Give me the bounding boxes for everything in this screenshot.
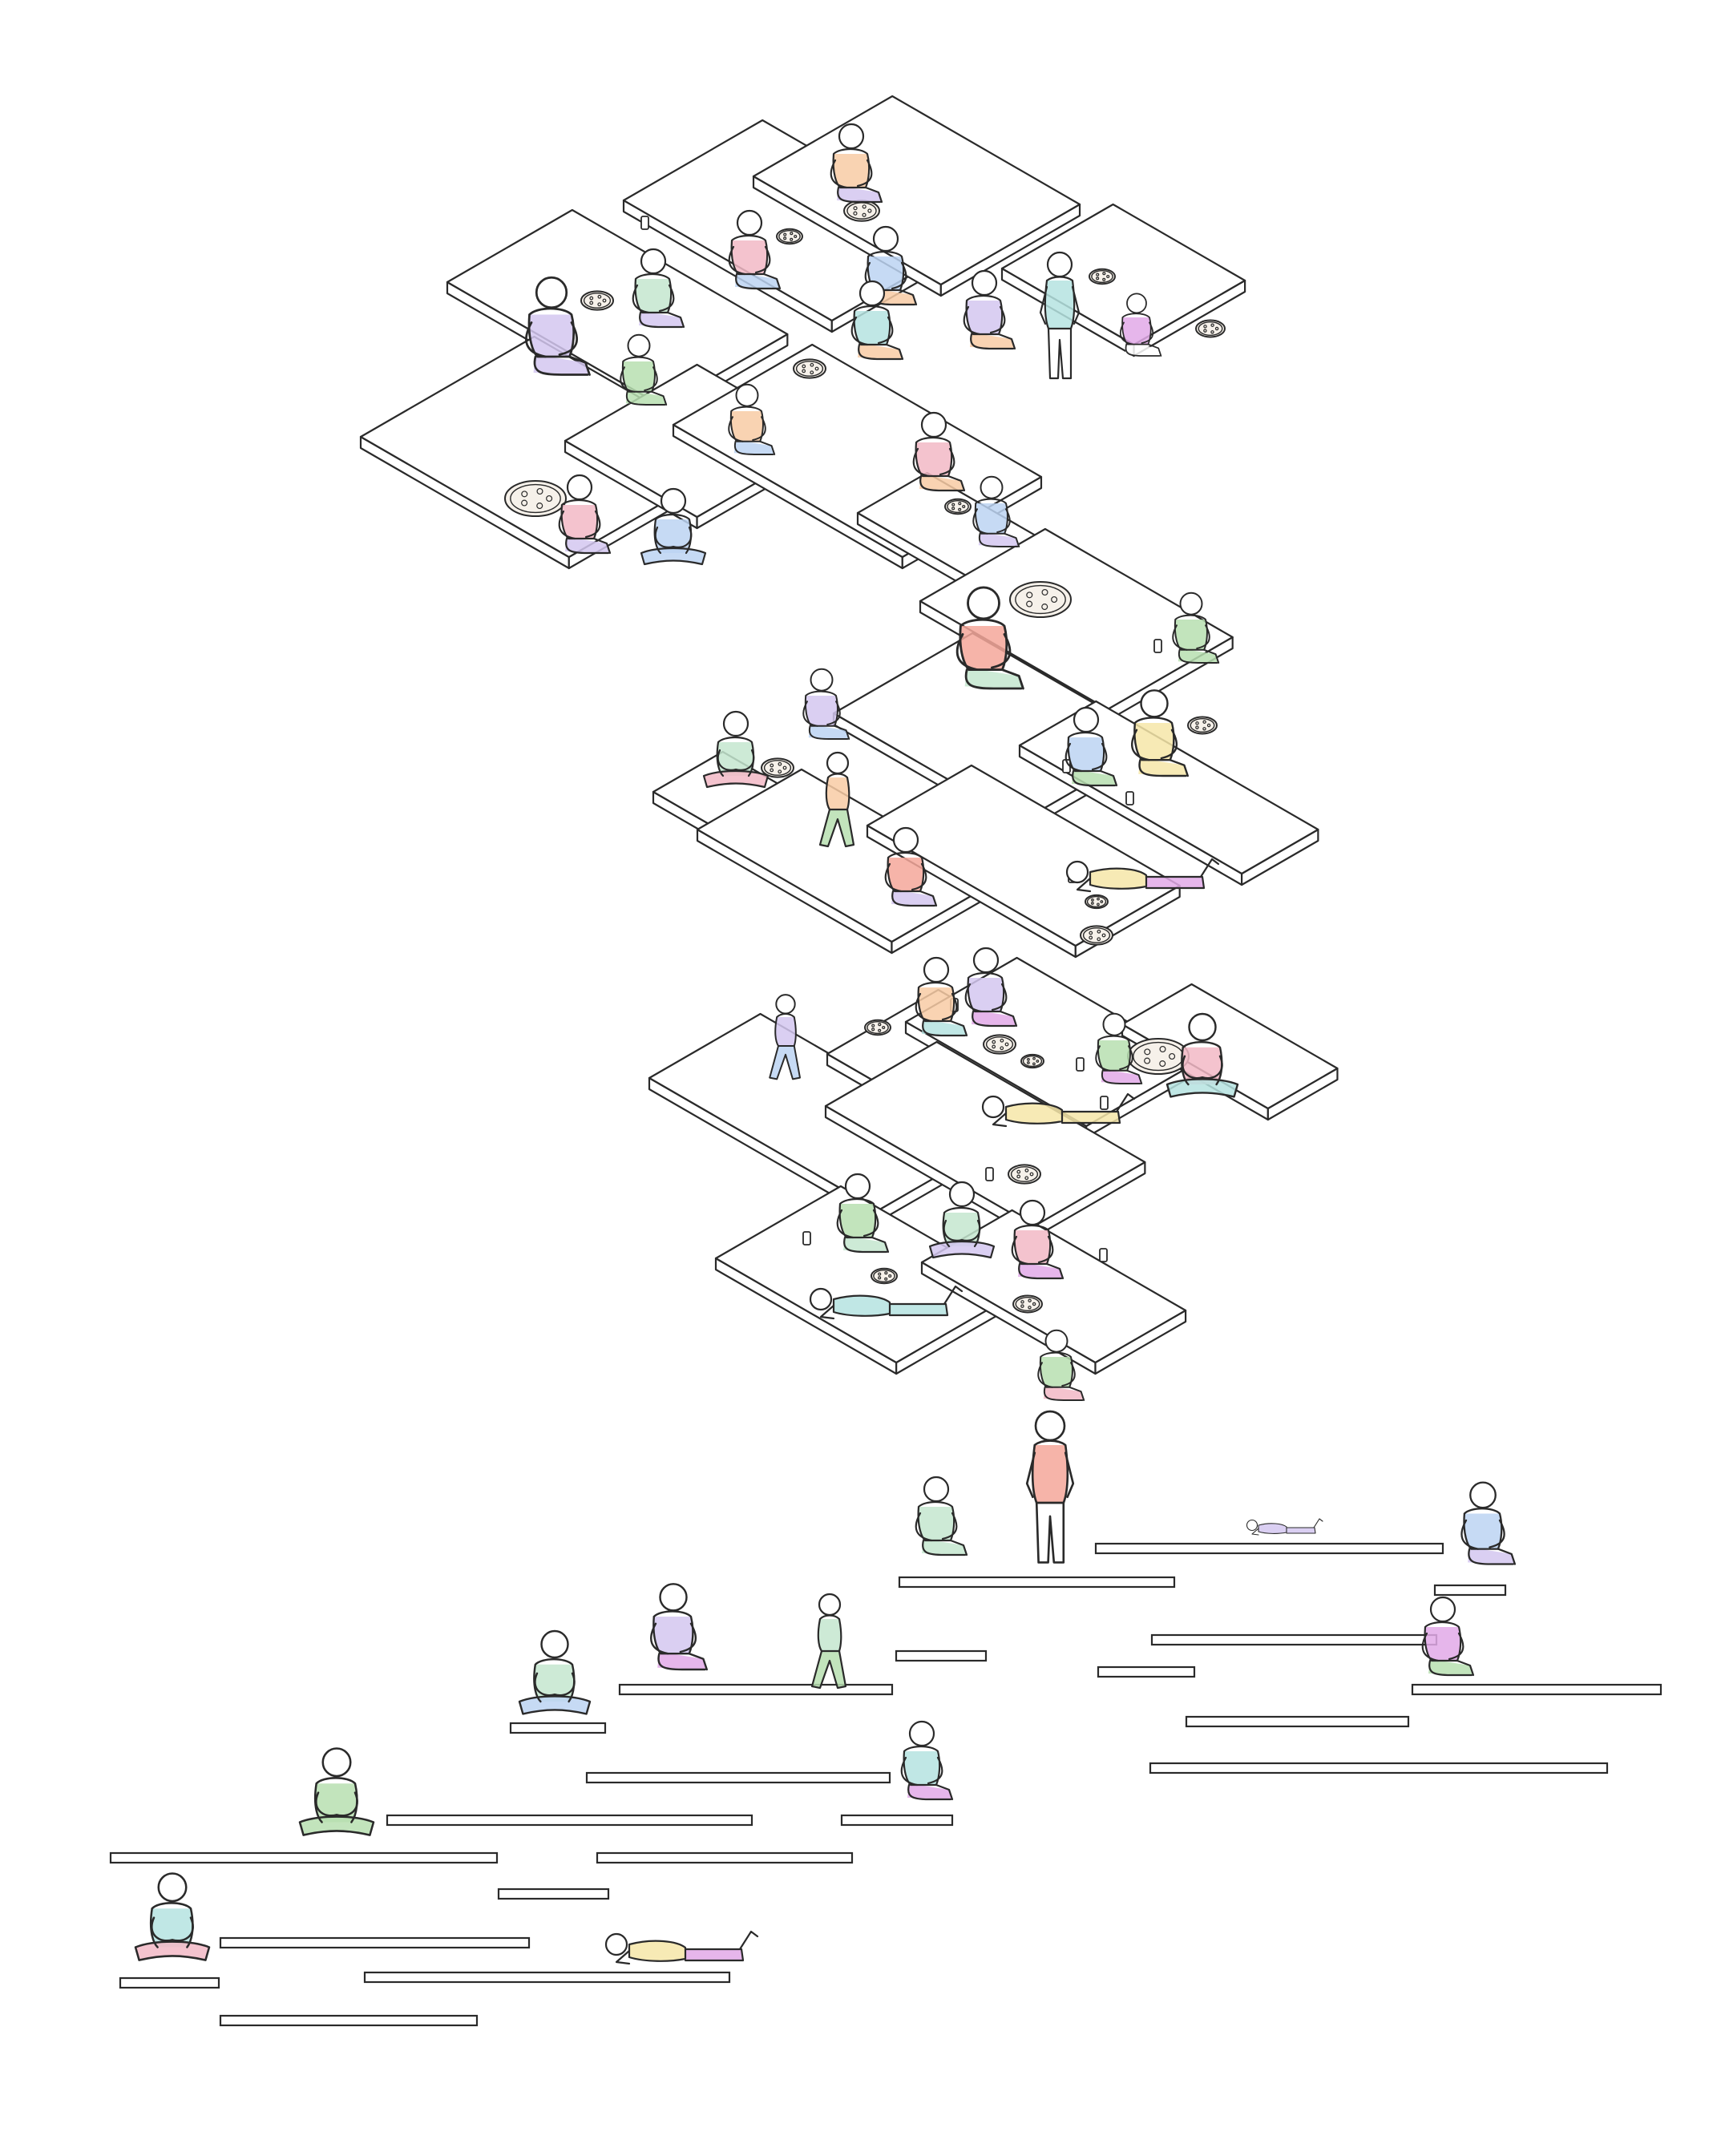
person-figure-icon (915, 1476, 968, 1556)
person-figure-icon (1131, 689, 1190, 777)
cup-icon (985, 1167, 994, 1181)
food-props (504, 200, 1226, 1314)
cup-icon (1100, 1096, 1109, 1110)
person-figure-icon (809, 1285, 963, 1320)
person-figure-icon (1119, 293, 1162, 357)
bench-plank (509, 1722, 607, 1734)
person-figure-icon (518, 1629, 592, 1715)
bench-plank (119, 1976, 220, 1989)
bench-plank (1411, 1683, 1662, 1696)
bench-plank (109, 1851, 499, 1864)
bench-plank (1094, 1542, 1444, 1555)
person-figure-icon (1165, 1012, 1239, 1098)
person-figure-icon (1246, 1518, 1323, 1536)
person-figure-icon (558, 474, 612, 555)
person-figure-icon (728, 209, 782, 290)
pizza-icon (504, 479, 567, 518)
person-figure-icon (964, 947, 1018, 1028)
bench-plank (363, 1971, 731, 1984)
person-figure-icon (818, 751, 855, 848)
bench-plank (219, 1936, 531, 1949)
person-figure-icon (836, 1173, 890, 1254)
pizza-icon (1089, 268, 1116, 285)
person-figure-icon (955, 586, 1024, 690)
person-figure-icon (1037, 1329, 1085, 1401)
person-figure-icon (981, 1092, 1136, 1128)
platform-slab (824, 1040, 1146, 1239)
person-figure-icon (830, 123, 883, 204)
person-figure-icon (850, 280, 904, 361)
person-figure-icon (640, 487, 707, 566)
bench-plank (386, 1814, 753, 1827)
pizza-icon (864, 1019, 891, 1036)
pizza-icon (776, 228, 803, 245)
pizza-icon (1127, 1037, 1190, 1076)
pizza-icon (843, 200, 880, 222)
cup-icon (640, 216, 649, 230)
bench-plank (1433, 1584, 1507, 1597)
pizza-icon (1020, 1053, 1044, 1069)
bench-plank (840, 1814, 954, 1827)
person-figure-icon (650, 1583, 709, 1671)
person-figure-icon (1095, 1012, 1143, 1084)
bench-plank (596, 1851, 854, 1864)
pizza-icon (1008, 1164, 1041, 1185)
pizza-icon (793, 358, 826, 379)
person-figure-icon (900, 1720, 954, 1801)
person-figure-icon (810, 1593, 847, 1690)
bench-plank (1149, 1762, 1609, 1774)
person-figure-icon (1025, 1410, 1075, 1564)
person-figure-icon (1460, 1481, 1517, 1565)
person-figure-icon (134, 1872, 211, 1961)
cup-icon (1076, 1057, 1085, 1072)
bench-plank (618, 1683, 894, 1696)
bench-plank (219, 2014, 479, 2027)
bench-plank (895, 1649, 988, 1662)
person-figure-icon (963, 269, 1016, 350)
person-figure-icon (1064, 706, 1118, 787)
person-figure-icon (972, 475, 1020, 547)
person-figure-icon (1065, 858, 1220, 893)
pizza-icon (1080, 925, 1113, 946)
bench-plank (585, 1771, 891, 1784)
pizza-icon (1009, 580, 1072, 619)
cup-icon (1125, 791, 1134, 805)
bench-plank (1150, 1633, 1438, 1646)
person-figure-icon (632, 248, 685, 329)
person-figure-icon (1039, 251, 1081, 380)
bench-plank (1097, 1665, 1196, 1678)
pizza-icon (871, 1267, 898, 1285)
person-figure-icon (1011, 1199, 1064, 1280)
cup-icon (802, 1231, 811, 1246)
person-figure-icon (702, 710, 770, 789)
person-figure-icon (298, 1747, 375, 1836)
bench-plank (1185, 1715, 1410, 1728)
pizza-icon (1012, 1294, 1043, 1314)
person-figure-icon (728, 383, 776, 455)
person-figure-icon (802, 668, 850, 740)
cup-icon (1099, 1248, 1108, 1262)
cup-icon (1153, 639, 1162, 653)
person-figure-icon (1172, 591, 1220, 664)
pizza-icon (580, 290, 614, 311)
person-figure-icon (884, 826, 938, 907)
bench-plank (497, 1888, 610, 1900)
person-figure-icon (525, 276, 591, 376)
person-figure-icon (928, 1181, 996, 1259)
pizza-icon (944, 498, 972, 515)
pizza-icon (983, 1034, 1016, 1055)
person-figure-icon (769, 994, 801, 1080)
pizza-icon (1187, 716, 1218, 735)
person-figure-icon (1421, 1596, 1475, 1677)
pizza-icon (1195, 319, 1226, 338)
person-figure-icon (604, 1930, 759, 1965)
person-figure-icon (620, 333, 668, 406)
person-figure-icon (912, 411, 966, 492)
bench-plank (898, 1576, 1176, 1589)
pizza-icon (761, 757, 794, 778)
people-figures (134, 123, 1517, 1965)
pizza-icon (1085, 894, 1109, 910)
person-figure-icon (915, 956, 968, 1037)
